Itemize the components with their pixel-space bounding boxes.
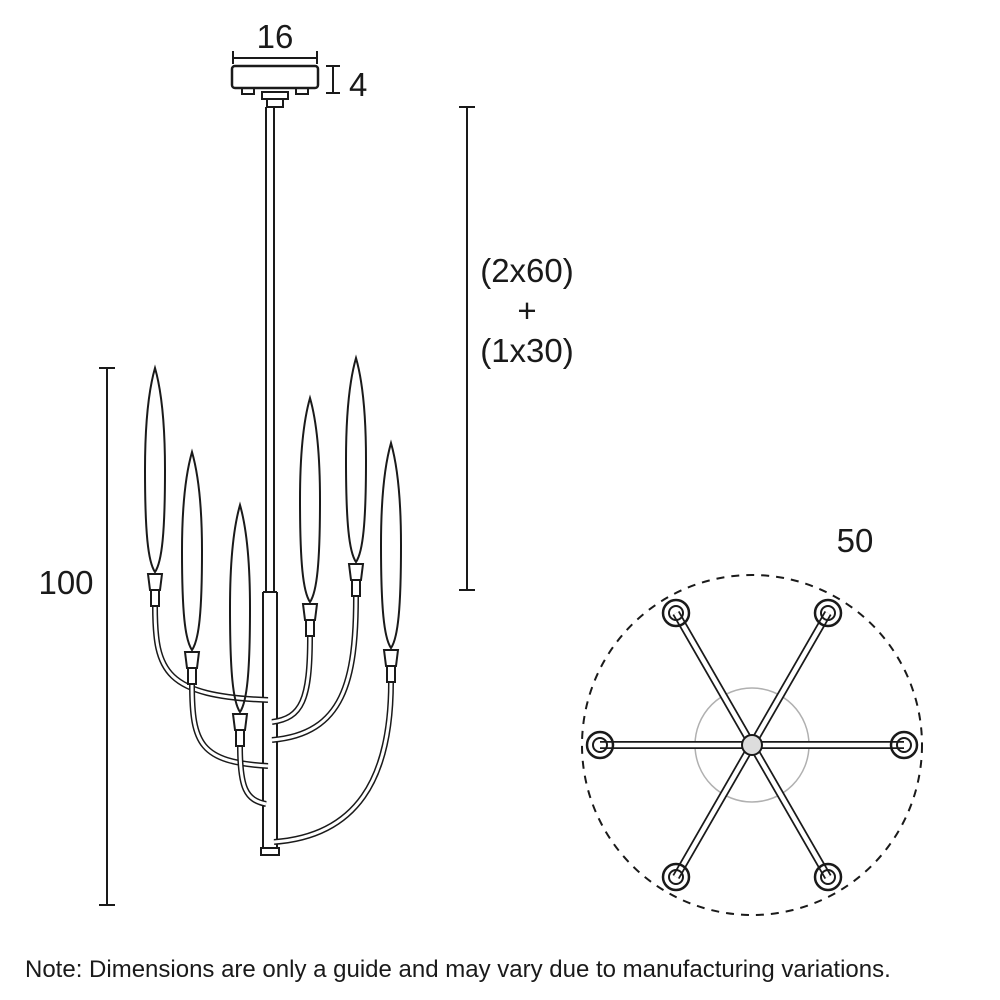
top-view-arms xyxy=(600,611,904,879)
front-view: 16 4 xyxy=(38,18,574,906)
top-arm-upper-right xyxy=(748,611,832,747)
arm-3 xyxy=(237,745,267,807)
rod-length-label-line3: (1x30) xyxy=(480,332,574,369)
top-arm-lower-left xyxy=(672,743,756,879)
socket-lower-left xyxy=(661,862,691,892)
socket-lower-right xyxy=(813,862,843,892)
top-arm-lower-right xyxy=(748,743,832,879)
canopy-height-label: 4 xyxy=(349,66,367,103)
candle-6 xyxy=(379,439,403,683)
dim-canopy-width: 16 xyxy=(232,18,318,64)
canopy-width-label: 16 xyxy=(257,18,294,55)
candle-1 xyxy=(143,364,167,607)
top-view: 50 xyxy=(581,522,923,916)
socket-upper-right xyxy=(813,598,843,628)
candle-2 xyxy=(180,448,204,685)
socket-upper-left xyxy=(661,598,691,628)
drop-rod xyxy=(260,107,280,856)
diameter-dashed-circle xyxy=(581,574,923,916)
note-text: Note: Dimensions are only a guide and ma… xyxy=(25,956,891,983)
overall-height-label: 100 xyxy=(38,564,93,601)
candle-lamps xyxy=(143,354,403,747)
arm-1 xyxy=(152,605,269,703)
arm-2 xyxy=(189,683,269,769)
dim-canopy-height: 4 xyxy=(326,65,367,103)
center-hub xyxy=(741,734,763,756)
top-view-sockets xyxy=(585,598,919,892)
socket-right xyxy=(889,730,919,760)
arm-6 xyxy=(273,681,394,845)
chandelier-arms xyxy=(152,595,394,845)
diameter-label: 50 xyxy=(837,522,874,559)
arm-5 xyxy=(271,595,359,743)
candle-4 xyxy=(298,394,322,637)
ceiling-canopy xyxy=(230,64,320,108)
rod-length-label-line2: + xyxy=(517,292,536,329)
candle-3 xyxy=(228,501,252,747)
arm-4 xyxy=(271,635,313,725)
candle-5 xyxy=(344,354,368,597)
socket-left xyxy=(585,730,615,760)
rod-length-label-line1: (2x60) xyxy=(480,252,574,289)
top-arm-upper-left xyxy=(672,611,756,747)
dim-rod-length: (2x60) + (1x30) xyxy=(459,106,574,591)
dim-overall-height: 100 xyxy=(38,367,115,906)
